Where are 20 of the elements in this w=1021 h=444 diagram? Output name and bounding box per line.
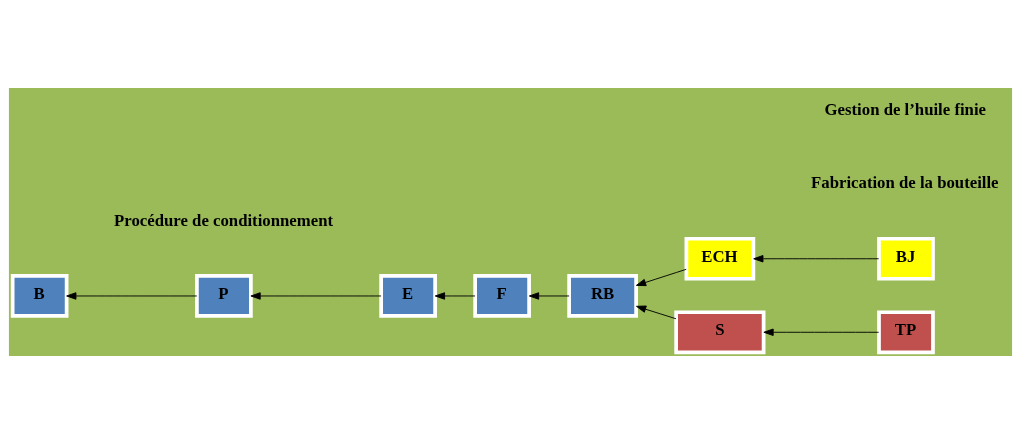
label: Procédure de conditionnement [114, 210, 334, 230]
node-box: P [195, 274, 253, 318]
arrow [763, 328, 880, 336]
node-box: F [473, 274, 531, 318]
label: Gestion de l’huile finie [824, 99, 987, 119]
arrow [434, 292, 476, 300]
arrow [250, 292, 382, 300]
arrow [753, 255, 880, 263]
arrow [635, 268, 687, 287]
arrow [66, 292, 198, 300]
node-box: TP [877, 310, 935, 355]
label: Fabrication de la bouteille [811, 173, 999, 193]
arrow [636, 305, 677, 320]
node-box: B [10, 274, 69, 318]
node-box: S [674, 310, 766, 355]
node-box: BJ [877, 236, 935, 281]
node-box: RB [567, 274, 638, 318]
node-box: ECH [684, 236, 756, 281]
node-box: E [379, 274, 437, 318]
arrow [528, 292, 570, 300]
